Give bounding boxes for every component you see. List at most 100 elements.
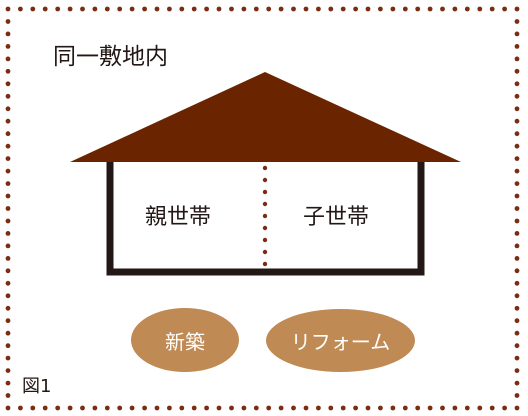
boundary-dot <box>5 293 11 299</box>
boundary-dot <box>514 93 520 99</box>
boundary-dot <box>179 6 185 12</box>
boundary-dot <box>514 206 520 211</box>
boundary-dot <box>5 31 11 37</box>
figure-label: 図1 <box>22 376 52 397</box>
boundary-dot <box>5 280 11 286</box>
divider-dot <box>262 261 268 267</box>
house-walls <box>106 162 425 276</box>
boundary-dot <box>427 6 433 12</box>
boundary-dot <box>303 405 309 411</box>
boundary-dot <box>316 6 321 12</box>
boundary-dot <box>5 206 11 211</box>
boundary-dot <box>5 156 11 162</box>
boundary-dot <box>5 393 11 398</box>
boundary-dot <box>514 343 520 349</box>
boundary-dot <box>216 405 222 411</box>
boundary-dot <box>402 6 408 12</box>
boundary-dot <box>440 6 445 12</box>
boundary-dot <box>55 6 61 12</box>
divider-dot <box>262 249 268 255</box>
boundary-dot <box>92 405 98 411</box>
boundary-dot <box>514 243 520 249</box>
boundary-dot <box>514 280 520 286</box>
boundary-dot <box>42 405 48 411</box>
boundary-dot <box>5 193 11 199</box>
boundary-dot <box>5 318 11 324</box>
boundary-dot <box>5 181 11 187</box>
boundary-dot <box>514 368 520 373</box>
boundary-dot <box>514 168 520 174</box>
boundary-dot <box>154 405 160 411</box>
boundary-dot <box>167 405 172 411</box>
boundary-dot <box>5 44 11 49</box>
site-label: 同一敷地内 <box>53 44 168 70</box>
boundary-dot <box>303 6 309 12</box>
boundary-dot <box>316 405 321 411</box>
boundary-dot <box>514 231 520 236</box>
boundary-dot <box>5 330 11 336</box>
boundary-dot <box>30 6 36 12</box>
boundary-dot <box>229 6 234 12</box>
boundary-dot <box>117 6 123 12</box>
boundary-dot <box>5 56 11 62</box>
boundary-dot <box>514 405 520 411</box>
parent-household-label: 親世帯 <box>145 205 212 230</box>
boundary-dot <box>30 405 36 411</box>
boundary-dot <box>142 6 148 12</box>
boundary-dot <box>514 318 520 324</box>
boundary-dot <box>514 31 520 37</box>
boundary-dot <box>514 268 520 274</box>
boundary-dot <box>328 405 334 411</box>
boundary-dot <box>514 44 520 49</box>
boundary-dot <box>378 6 383 12</box>
boundary-dot <box>514 68 520 74</box>
boundary-dot <box>378 405 383 411</box>
boundary-dot <box>514 193 520 199</box>
boundary-dot <box>117 405 123 411</box>
boundary-dot <box>514 56 520 62</box>
boundary-dot <box>204 405 210 411</box>
boundary-dot <box>365 405 371 411</box>
boundary-dot <box>464 6 470 12</box>
boundary-dot <box>266 6 272 12</box>
boundary-dot <box>278 6 284 12</box>
boundary-dot <box>104 405 110 411</box>
divider-dot <box>262 201 268 207</box>
boundary-dot <box>5 168 11 174</box>
boundary-dot <box>452 405 458 411</box>
boundary-dot <box>18 6 23 12</box>
boundary-dot <box>5 19 11 24</box>
boundary-dot <box>353 405 358 411</box>
boundary-dot <box>278 405 284 411</box>
boundary-dot <box>266 405 272 411</box>
boundary-dot <box>452 6 458 12</box>
boundary-dot <box>514 181 520 187</box>
boundary-dot <box>402 405 408 411</box>
boundary-dot <box>514 256 520 261</box>
boundary-dot <box>104 6 110 12</box>
boundary-dot <box>80 405 85 411</box>
household-divider-dotted <box>262 165 268 267</box>
boundary-dot <box>5 405 11 411</box>
boundary-dot <box>5 380 11 386</box>
divider-dot <box>262 177 268 183</box>
boundary-dot <box>415 6 421 12</box>
boundary-dot <box>514 143 520 149</box>
boundary-dot <box>514 380 520 386</box>
boundary-dot <box>191 6 197 12</box>
boundary-dot <box>5 256 11 261</box>
boundary-dot <box>229 405 234 411</box>
boundary-dot <box>129 6 135 12</box>
boundary-dot <box>80 6 85 12</box>
boundary-dot <box>5 343 11 349</box>
boundary-dot <box>5 131 11 137</box>
boundary-dot <box>291 405 296 411</box>
boundary-dot <box>390 405 396 411</box>
boundary-dot <box>241 405 247 411</box>
boundary-dot <box>5 68 11 74</box>
boundary-dot <box>129 405 135 411</box>
boundary-dot <box>340 6 346 12</box>
site-boundary-dotted <box>5 6 520 411</box>
